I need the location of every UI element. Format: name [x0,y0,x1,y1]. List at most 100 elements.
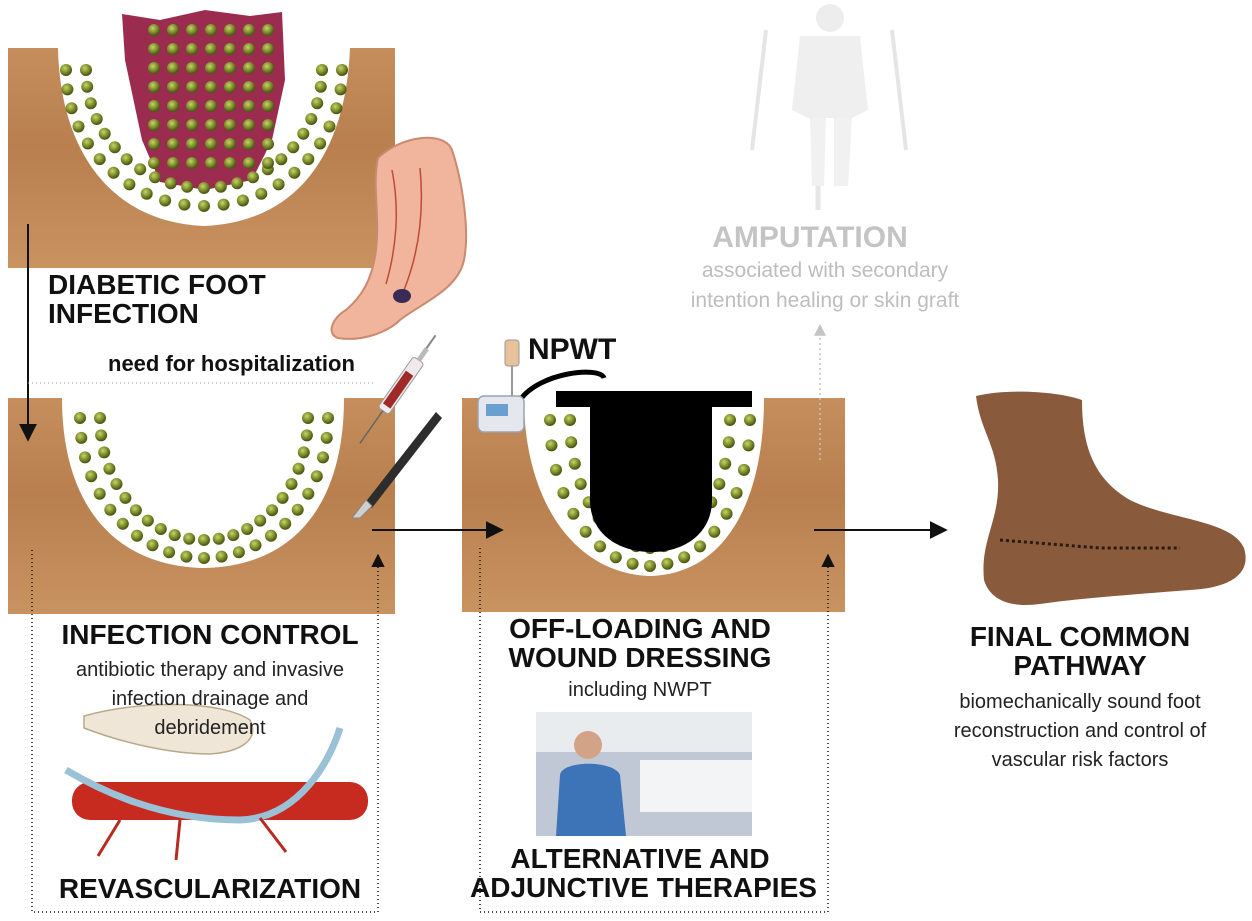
bacteria-dot [111,478,123,490]
bacteria-dot [243,62,255,74]
bacteria-dot [694,540,706,552]
bacteria-dot [661,558,673,570]
title-line: DIABETIC FOOT [48,270,308,299]
bacteria-dot [119,492,131,504]
bacteria-dot [738,464,750,476]
bacteria-dot [117,518,129,530]
bacteria-dot [95,429,107,441]
infection-control-title: INFECTION CONTROL [20,620,400,649]
bacteria-dot [148,119,160,131]
off-loading-description: including NWPT [470,676,810,705]
bacteria-dot [169,529,181,541]
bacteria-dot [186,100,198,112]
bacteria-dot [262,157,274,169]
bacteria-dot [99,128,111,140]
bacteria-dot [186,157,198,169]
final-common-pathway-title: FINAL COMMON PATHWAY [920,622,1240,681]
bacteria-dot [336,64,348,76]
bacteria-dot [61,83,73,95]
bacteria-dot [82,138,94,150]
bacteria-dot [731,487,743,499]
amputation-title: AMPUTATION [690,222,930,254]
bacteria-dot [141,188,153,200]
bacteria-dot [167,100,179,112]
bacteria-dot [286,478,298,490]
bacteria-dot [580,526,592,538]
bacteria-dot [713,478,725,490]
bacteria-dot [243,100,255,112]
bacteria-dot [224,81,236,93]
title-line: ALTERNATIVE AND [470,844,810,873]
bacteria-dot [575,478,587,490]
title-line: ADJUNCTIVE THERAPIES [470,873,810,902]
bacteria-dot [224,119,236,131]
bacteria-dot [167,24,179,36]
bacteria-dot [85,97,97,109]
bacteria-dot [557,487,569,499]
revascularization-title: REVASCULARIZATION [20,874,400,903]
bacteria-dot [155,523,167,535]
bacteria-dot [243,138,255,150]
bacteria-dot [213,533,225,545]
bacteria-dot [205,100,217,112]
bacteria-dot [142,515,154,527]
bacteria-dot [724,414,736,426]
diabetic-foot-infection-title: DIABETIC FOOT INFECTION [48,270,308,329]
bacteria-dot [167,119,179,131]
bacteria-dot [167,157,179,169]
bacteria-dot [94,412,106,424]
bacteria-dot [167,62,179,74]
bacteria-dot [273,178,285,190]
description-line: reconstruction and control of [920,717,1240,746]
bacteria-dot [186,81,198,93]
bacteria-dot [233,546,245,558]
infection-control-description: antibiotic therapy and invasive infectio… [20,656,400,743]
bacteria-dot [262,81,274,93]
amputation-line: associated with secondary [660,256,990,286]
bacteria-dot [254,515,266,527]
bacteria-dot [569,458,581,470]
bacteria-dot [324,121,336,133]
bacteria-dot [321,432,333,444]
bacteria-dot [167,43,179,55]
bacteria-dot [266,504,278,516]
bacteria-dot [91,113,103,125]
reconstructed-foot-icon [976,392,1246,605]
bacteria-dot [311,97,323,109]
description-line: debridement [20,714,400,743]
bacteria-dot [215,181,227,193]
bacteria-dot [198,182,210,194]
bacteria-dot [186,119,198,131]
bacteria-dot [198,200,210,212]
bacteria-dot [167,81,179,93]
bacteria-dot [186,43,198,55]
bacteria-dot [224,157,236,169]
alternative-therapies-title: ALTERNATIVE AND ADJUNCTIVE THERAPIES [470,844,810,903]
bacteria-dot [163,546,175,558]
bacteria-dot [243,157,255,169]
nurse-photo-icon [536,712,752,836]
bacteria-dot [297,128,309,140]
bacteria-dot [148,81,160,93]
bacteria-dot [743,439,755,451]
bacteria-dot [224,138,236,150]
bacteria-dot [231,177,243,189]
bacteria-dot [60,64,72,76]
bacteria-dot [277,492,289,504]
bacteria-dot [564,414,576,426]
bacteria-dot [678,551,690,563]
bacteria-dot [292,504,304,516]
bacteria-dot [104,504,116,516]
bacteria-dot [594,540,606,552]
bacteria-dot [288,167,300,179]
bacteria-dot [302,488,314,500]
bacteria-dot [721,508,733,520]
bacteria-dot [237,195,249,207]
bacteria-dot [148,157,160,169]
bacteria-dot [243,24,255,36]
bacteria-dot [224,100,236,112]
bacteria-dot [218,199,230,211]
amputee-icon [752,4,906,210]
bacteria-dot [227,529,239,541]
bacteria-dot [262,119,274,131]
